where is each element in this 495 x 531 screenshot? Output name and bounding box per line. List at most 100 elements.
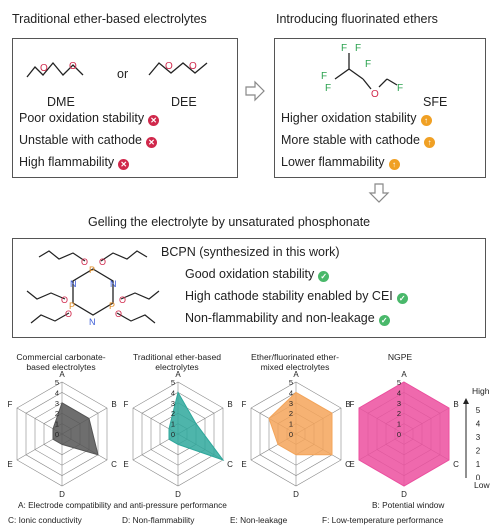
mid-item-1-text: Good oxidation stability [185, 267, 315, 281]
sfe-label: SFE [423, 95, 448, 109]
legend-e: E: Non-leakage [230, 515, 288, 525]
radar-1-axis-label-c: C [111, 460, 117, 469]
radar-1-tick-label: 3 [55, 399, 59, 408]
or-label: or [117, 67, 129, 81]
radar-2-axis-label-e: E [123, 460, 128, 469]
radar-2-tick-label: 1 [171, 420, 175, 429]
radar-2-tick-label: 3 [171, 399, 175, 408]
bcpn-nitrogen-2: N [110, 279, 117, 289]
radar-3-tick-label: 4 [289, 388, 293, 397]
bcpn-nitrogen-1: N [70, 279, 77, 289]
radar-3-data-polygon [268, 391, 333, 456]
legend-b: B: Potential window [372, 500, 445, 510]
radar-3-tick-label: 2 [289, 409, 293, 418]
right-panel-title: Introducing fluorinated ethers [276, 12, 438, 26]
right-item-2-text: More stable with cathode [281, 133, 420, 147]
right-item-2: More stable with cathode↑ [281, 133, 435, 148]
radar-3-tick-label: 3 [289, 399, 293, 408]
bcpn-nitrogen-3: N [89, 317, 96, 327]
radar-2-tick-label: 4 [171, 388, 175, 397]
legend-c: C: Ionic conductivity [8, 515, 82, 525]
mid-panel: O O O O O O P P P N N N BCPN (synthesize… [12, 238, 486, 338]
sfe-structure: F F F F F O F [321, 43, 403, 100]
radar-3-axis-label-a: A [293, 370, 299, 379]
radar-1-tick-label: 5 [55, 378, 59, 387]
radar-1-axis-label-b: B [111, 400, 116, 409]
bcpn-oxygen-4: O [119, 295, 126, 305]
radar-2-axis-label-a: A [175, 370, 181, 379]
radar-2-title: Traditional ether-based electrolytes [132, 352, 222, 372]
radar-1-data-polygon [52, 402, 99, 456]
scale-high-label: High [472, 386, 490, 396]
scale-bar-tick-label: 0 [476, 474, 481, 481]
up-arrow-circle-icon: ↑ [388, 159, 400, 170]
left-item-2: Unstable with cathode✕ [19, 133, 157, 148]
check-circle-icon: ✓ [378, 315, 390, 326]
radar-4-tick-label: 0 [397, 430, 401, 439]
left-item-1-text: Poor oxidation stability [19, 111, 145, 125]
mid-panel-title: Gelling the electrolyte by unsaturated p… [88, 215, 371, 229]
radar-1-tick-label: 0 [55, 430, 59, 439]
dee-label: DEE [171, 95, 197, 109]
sfe-fluorine-5: F [365, 59, 371, 70]
left-item-3: High flammability✕ [19, 155, 130, 170]
left-item-3-text: High flammability [19, 155, 115, 169]
arrow-right-icon [245, 80, 265, 102]
radar-2-tick-label: 2 [171, 409, 175, 418]
sfe-fluorine-3: F [341, 43, 347, 54]
right-item-3: Lower flammability↑ [281, 155, 400, 170]
bcpn-structure: O O O O O O P P P N N N [26, 250, 160, 327]
mid-item-2-text: High cathode stability enabled by CEI [185, 289, 393, 303]
radar-1-tick-label: 4 [55, 388, 59, 397]
radar-2-axis-label-b: B [227, 400, 232, 409]
x-circle-icon: ✕ [118, 159, 130, 170]
bcpn-label: BCPN (synthesized in this work) [161, 245, 340, 259]
radar-3-tick-label: 0 [289, 430, 293, 439]
sfe-oxygen: O [371, 89, 379, 100]
radar-3-tick-label: 5 [289, 378, 293, 387]
radar-1-axis-label-e: E [7, 460, 12, 469]
right-item-1: Higher oxidation stability↑ [281, 111, 432, 126]
sfe-fluorine-1: F [321, 71, 327, 82]
radar-1-axis-label-d: D [59, 490, 65, 498]
bcpn-oxygen-2: O [99, 257, 106, 267]
radar-4-tick-label: 5 [397, 378, 401, 387]
radar-3-axis-label-e: E [241, 460, 246, 469]
bcpn-phosphorus-1: P [89, 265, 95, 275]
mid-item-1: Good oxidation stability✓ [185, 267, 330, 282]
right-item-1-text: Higher oxidation stability [281, 111, 417, 125]
radar-1-axis-label-a: A [59, 370, 65, 379]
radar-4-tick-label: 1 [397, 420, 401, 429]
radar-3-axis-label-c: C [345, 460, 351, 469]
right-panel: F F F F F O F SFE Higher oxidation stabi… [274, 38, 486, 178]
left-panel-title: Traditional ether-based electrolytes [12, 12, 207, 26]
radar-2-axis-label-d: D [175, 490, 181, 498]
scale-low-label: Low [474, 480, 490, 490]
left-item-2-text: Unstable with cathode [19, 133, 142, 147]
right-item-3-text: Lower flammability [281, 155, 385, 169]
sfe-fluorine-2: F [325, 83, 331, 94]
radar-3-tick-label: 1 [289, 420, 293, 429]
radar-4-axis-label-b: B [453, 400, 458, 409]
radar-4-axis-label-f: F [350, 400, 355, 409]
bcpn-oxygen-1: O [81, 257, 88, 267]
legend-d: D: Non-flammability [122, 515, 195, 525]
radar-4-axis-label-d: D [401, 490, 407, 498]
radar-1-title: Commercial carbonate-based electrolytes [16, 352, 106, 372]
x-circle-icon: ✕ [148, 115, 160, 126]
radar-4-title: NGPE [387, 352, 413, 362]
check-circle-icon: ✓ [396, 293, 408, 304]
left-panel: O O O O DME or DEE Poor oxidation stabil… [12, 38, 238, 178]
mid-item-2: High cathode stability enabled by CEI✓ [185, 289, 408, 304]
dme-oxygen-1: O [40, 63, 48, 74]
scale-bar-tick-label: 2 [476, 447, 481, 456]
radar-1-axis-label-f: F [8, 400, 13, 409]
radar-4-axis-label-c: C [453, 460, 459, 469]
bcpn-oxygen-5: O [65, 309, 72, 319]
arrow-down-icon [368, 183, 390, 203]
dee-oxygen-2: O [189, 61, 197, 72]
radar-4-tick-label: 2 [397, 409, 401, 418]
legend-a: A: Electrode compatibility and anti-pres… [18, 500, 227, 510]
radar-3-title: Ether/fluorinated ether-mixed electrolyt… [251, 352, 339, 372]
